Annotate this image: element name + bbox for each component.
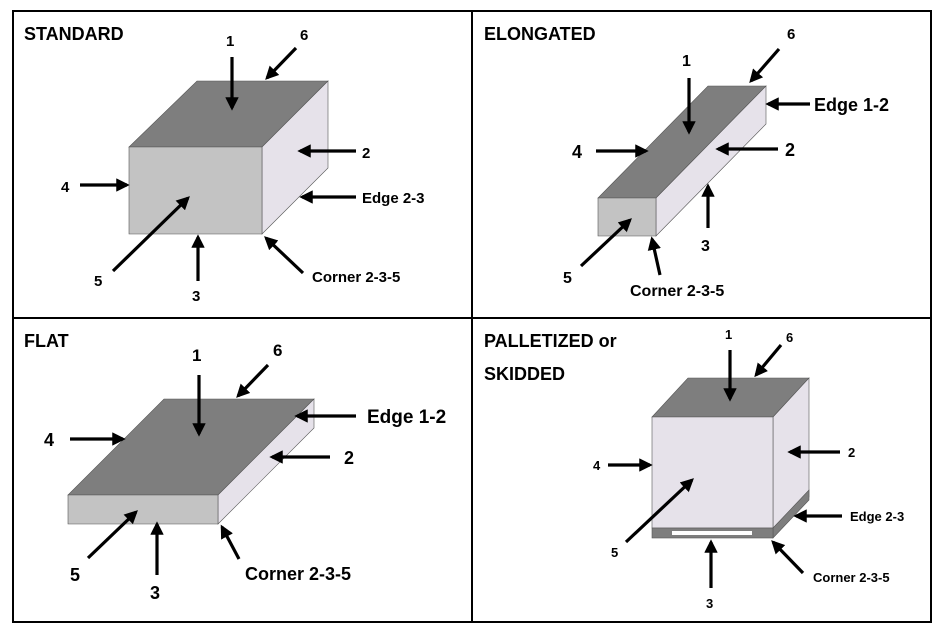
elongated-label-1: 1 xyxy=(682,53,691,70)
elongated-front-face xyxy=(597,197,657,237)
palletized-arrow-corner xyxy=(771,540,805,575)
flat-label-2: 2 xyxy=(344,448,354,468)
flat-label-3: 3 xyxy=(150,583,160,603)
flat-arrow-corner xyxy=(220,524,241,560)
elongated-arrow-5 xyxy=(579,218,632,268)
standard-label-5: 5 xyxy=(94,273,102,290)
elongated-label-edge: Edge 1-2 xyxy=(814,95,889,115)
standard-label-corner: Corner 2-3-5 xyxy=(312,269,400,286)
flat-label-edge: Edge 1-2 xyxy=(367,407,446,428)
elongated-arrow-6 xyxy=(749,47,781,84)
flat-label-6: 6 xyxy=(273,341,282,360)
palletized-label-4: 4 xyxy=(593,458,601,473)
palletized-label-3: 3 xyxy=(706,596,713,611)
palletized-front-face xyxy=(651,416,774,529)
palletized-arrow-6 xyxy=(754,343,783,378)
palletized-label-corner: Corner 2-3-5 xyxy=(813,570,890,585)
panel-flat: FLAT 1 6 Edge 1-2 4 2 5 3 Corner 2-3-5 xyxy=(24,331,446,603)
palletized-label-6: 6 xyxy=(786,330,793,345)
panel-palletized: PALLETIZED or SKIDDED 1 6 2 4 Edge 2-3 5… xyxy=(484,327,904,611)
standard-box xyxy=(128,80,329,235)
flat-box xyxy=(67,398,315,525)
standard-label-1: 1 xyxy=(226,33,234,50)
flat-arrow-6 xyxy=(236,363,270,398)
elongated-label-2: 2 xyxy=(785,140,795,160)
flat-label-4: 4 xyxy=(44,430,54,450)
elongated-label-6: 6 xyxy=(787,26,795,43)
standard-label-edge: Edge 2-3 xyxy=(362,190,425,207)
panel-palletized-title-line1: PALLETIZED or xyxy=(484,331,617,351)
standard-label-3: 3 xyxy=(192,288,200,305)
flat-label-1: 1 xyxy=(192,346,201,365)
palletized-pallet-opening xyxy=(672,531,752,535)
palletized-label-5: 5 xyxy=(611,545,618,560)
flat-label-corner: Corner 2-3-5 xyxy=(245,564,351,584)
standard-label-2: 2 xyxy=(362,145,370,162)
palletized-label-edge: Edge 2-3 xyxy=(850,509,904,524)
standard-arrow-6 xyxy=(265,46,298,80)
standard-label-6: 6 xyxy=(300,27,308,44)
standard-arrow-5 xyxy=(111,196,190,273)
panel-standard-title: STANDARD xyxy=(24,24,124,44)
elongated-box xyxy=(597,85,767,237)
palletized-label-1: 1 xyxy=(725,327,732,342)
flat-arrow-5 xyxy=(86,510,138,560)
palletized-arrow-5 xyxy=(624,478,694,544)
elongated-label-5: 5 xyxy=(563,270,572,287)
panel-flat-title: FLAT xyxy=(24,331,69,351)
flat-label-5: 5 xyxy=(70,565,80,585)
elongated-label-3: 3 xyxy=(701,238,710,255)
panel-elongated-title: ELONGATED xyxy=(484,24,596,44)
elongated-arrow-corner xyxy=(647,236,662,276)
standard-arrow-corner xyxy=(264,236,305,275)
panel-palletized-title-line2: SKIDDED xyxy=(484,364,565,384)
palletized-box xyxy=(651,377,810,539)
palletized-label-2: 2 xyxy=(848,445,855,460)
standard-label-4: 4 xyxy=(61,179,70,196)
standard-front-face xyxy=(128,146,263,235)
flat-front-face xyxy=(67,494,219,525)
panel-standard: STANDARD 1 6 2 4 Edge 2-3 5 3 Corner 2-3… xyxy=(24,24,425,305)
elongated-label-4: 4 xyxy=(572,142,582,162)
panel-elongated: ELONGATED 1 6 Edge 1-2 4 2 3 5 Corner 2-… xyxy=(484,24,889,300)
elongated-label-corner: Corner 2-3-5 xyxy=(630,283,724,300)
